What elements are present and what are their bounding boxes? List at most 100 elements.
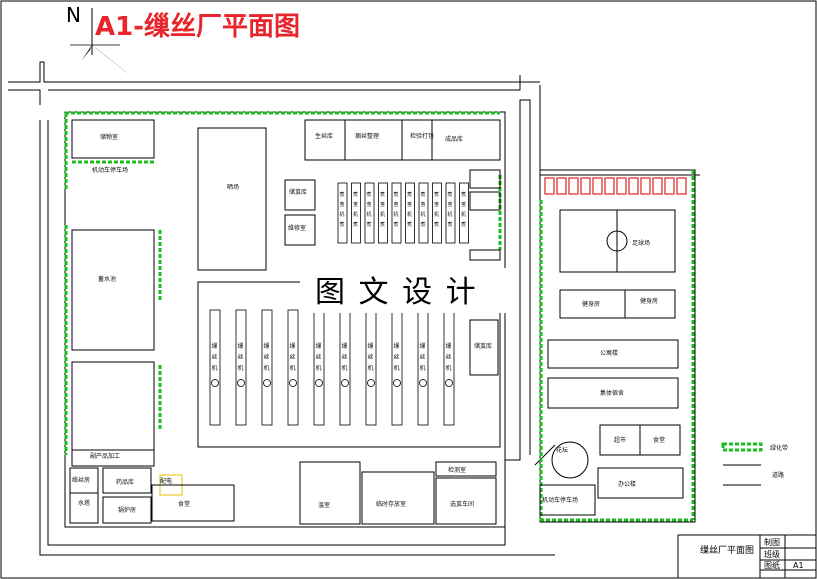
label-motor_parking: 机动车停车场 [92, 166, 128, 174]
label-canteen: 食堂 [178, 500, 190, 508]
title-block-name: 缫丝厂平面图 [700, 544, 754, 556]
label-temp_store: 临时存放室 [376, 500, 406, 508]
label-boiler: 锅炉房 [118, 506, 136, 514]
label-cocoon_room: 储茧库 [474, 342, 492, 350]
temporary-storage [361, 471, 435, 525]
label-reel_room: 络丝房 [72, 476, 90, 484]
machine-glyph: 煮 [461, 191, 466, 198]
machine-glyph: 丝 [420, 353, 426, 361]
machine-glyph: 茧 [394, 201, 399, 208]
label-chemical: 药品库 [116, 478, 134, 486]
weak-room-2 [469, 191, 501, 211]
machine-glyph: 机 [368, 364, 374, 372]
boiler-room [102, 496, 152, 524]
cocoon-selection-workshop [435, 477, 497, 525]
label-finished: 成品库 [445, 135, 463, 143]
cooking-machine [445, 182, 456, 244]
cooking-machine [432, 182, 442, 244]
flower-bed [551, 441, 589, 479]
cooking-machine [337, 182, 348, 244]
label-select_workshop: 选茧车间 [450, 500, 474, 508]
watermark-box [300, 268, 515, 313]
machine-glyph: 茧 [407, 201, 412, 208]
legend-road-label: 道路 [772, 471, 784, 479]
parking-space [592, 177, 603, 195]
machine-glyph: 缫 [342, 342, 348, 350]
machine-glyph: 机 [212, 364, 218, 372]
label-water_tower: 水塔 [78, 499, 90, 507]
machine-glyph: 煮 [380, 221, 385, 228]
legend [721, 442, 763, 486]
label-dining: 食堂 [653, 436, 665, 444]
watermark-text: 图 文 设 计 [315, 275, 478, 310]
office-building [597, 467, 684, 499]
machine-glyph: 机 [238, 364, 244, 372]
machine-glyph: 机 [461, 211, 466, 218]
parking-space [580, 177, 591, 195]
title-block [677, 534, 817, 579]
cocoon-warehouse [284, 179, 316, 211]
label-football: 足球场 [632, 239, 650, 247]
label-electric: 配电 [160, 477, 172, 485]
machine-glyph: 煮 [353, 191, 358, 198]
machine-glyph: 丝 [368, 353, 374, 361]
gym-building [559, 289, 676, 319]
machine-glyph: 机 [420, 364, 426, 372]
drawing-title: A1-缫丝厂平面图 [95, 12, 300, 42]
title-block-class: 班级 [764, 549, 780, 559]
machine-glyph: 煮 [353, 221, 358, 228]
cooking-machine [405, 182, 415, 244]
label-storage: 储物室 [100, 133, 118, 141]
machine-glyph: 机 [340, 211, 345, 218]
parking-space [652, 177, 663, 195]
label-raw_silk: 生丝库 [315, 132, 333, 140]
label-apartment: 公寓楼 [600, 349, 618, 357]
machine-glyph: 煮 [394, 191, 399, 198]
machine-glyph: 丝 [342, 353, 348, 361]
machine-glyph: 丝 [446, 353, 452, 361]
machine-glyph: 缫 [446, 342, 452, 350]
machine-glyph: 茧 [434, 201, 439, 208]
label-office: 办公楼 [618, 480, 636, 488]
car-parking [539, 484, 596, 516]
machine-glyph: 煮 [367, 191, 372, 198]
machine-glyph: 煮 [340, 221, 345, 228]
title-block-no-label: 图纸 [764, 560, 780, 570]
machine-glyph: 煮 [380, 191, 385, 198]
label-market: 超市 [614, 436, 626, 444]
label-dorm: 集体宿舍 [600, 389, 624, 397]
machine-glyph: 机 [394, 364, 400, 372]
machine-glyph: 机 [407, 211, 412, 218]
machine-glyph: 缫 [264, 342, 270, 350]
machine-glyph: 缫 [420, 342, 426, 350]
machine-glyph: 丝 [238, 353, 244, 361]
machine-glyph: 机 [394, 211, 399, 218]
machine-glyph: 丝 [394, 353, 400, 361]
machine-glyph: 缫 [316, 342, 322, 350]
parking-space [664, 177, 675, 195]
cooking-machine [391, 182, 402, 244]
machine-glyph: 煮 [461, 221, 466, 228]
machine-glyph: 煮 [367, 221, 372, 228]
north-arrow-icon: N [66, 3, 130, 75]
byproduct-processing [71, 449, 155, 467]
machine-glyph: 煮 [448, 191, 453, 198]
machine-glyph: 机 [380, 211, 385, 218]
machine-glyph: 机 [367, 211, 372, 218]
cooking-machine [418, 182, 429, 244]
cooking-machine [378, 182, 388, 244]
machine-glyph: 缫 [238, 342, 244, 350]
weak-room-3 [469, 249, 501, 261]
chemical-room [102, 467, 152, 494]
label-inspect: 检测室 [448, 466, 466, 474]
machine-glyph: 煮 [421, 191, 426, 198]
greenhouse [299, 461, 361, 525]
machine-glyph: 丝 [212, 353, 218, 361]
repair-shop [284, 214, 316, 246]
storage-building [71, 119, 155, 159]
machine-glyph: 煮 [407, 191, 412, 198]
machine-glyph: 丝 [264, 353, 270, 361]
reservoir [71, 229, 155, 351]
